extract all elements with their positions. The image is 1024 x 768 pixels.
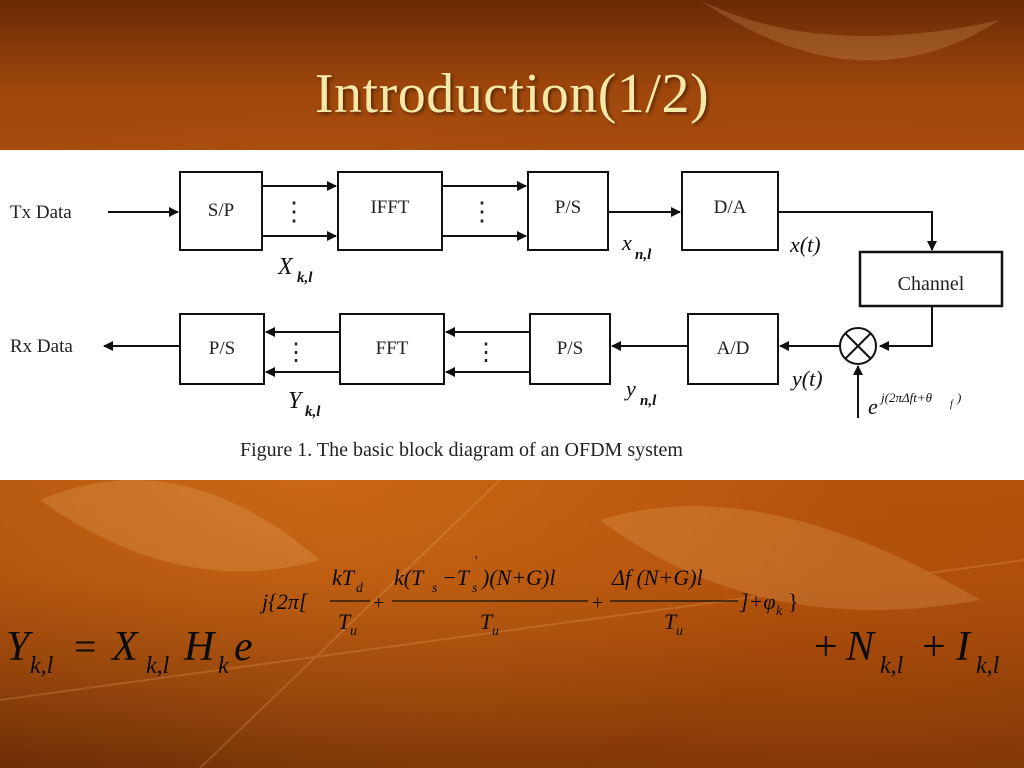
ps-tx-block	[527, 171, 609, 251]
y-t-label: y(t)	[790, 366, 823, 391]
fft-ps-dots: ⋮	[284, 340, 308, 366]
eq-I: I	[955, 624, 972, 670]
svg-text:kT: kT	[332, 565, 356, 590]
ifft-block	[337, 171, 443, 251]
ps-tx-block-label: P/S	[555, 197, 581, 218]
svg-text:]+φ: ]+φ	[739, 589, 776, 614]
sp-ifft-dots: ⋮	[281, 197, 307, 226]
svg-text:k,l: k,l	[305, 404, 321, 420]
fft-block	[339, 313, 445, 385]
svg-text:u: u	[676, 624, 683, 639]
svg-text:k,l: k,l	[297, 270, 313, 286]
eq-I-sub: k,l	[976, 653, 1000, 679]
svg-text:): )	[956, 390, 961, 405]
X-kl-label: X k,l	[277, 254, 313, 286]
eq-N-sub: k,l	[880, 653, 904, 679]
svg-text:j{2π[: j{2π[	[259, 589, 309, 614]
eq-e: e	[234, 624, 253, 670]
ofdm-block-diagram: Tx Data S/P ⋮ IFFT ⋮ P/S D/A Channel X k…	[10, 171, 1004, 461]
svg-text:': '	[475, 554, 478, 569]
ad-block-label: A/D	[717, 338, 750, 359]
eq-Y-sub: k,l	[30, 653, 54, 679]
channel-block-label: Channel	[898, 273, 965, 295]
svg-text:u: u	[492, 624, 499, 639]
svg-text:u: u	[350, 624, 357, 639]
svg-text:s: s	[432, 581, 438, 596]
svg-text:e: e	[868, 394, 878, 419]
channel-block	[858, 250, 1004, 308]
ps-rx2-block-label: P/S	[209, 338, 235, 359]
eq-X: X	[110, 624, 140, 670]
x-nl-label: x n,l	[621, 230, 652, 263]
svg-text:s: s	[472, 581, 478, 596]
figure-caption: Figure 1. The basic block diagram of an …	[240, 439, 683, 461]
ifft-block-label: IFFT	[370, 197, 409, 218]
tx-data-label: Tx Data	[10, 202, 72, 223]
svg-text:Δf (N+G)l: Δf (N+G)l	[611, 565, 703, 590]
eq-plus-1: +	[814, 624, 838, 670]
svg-text:f: f	[950, 399, 954, 410]
sp-block	[179, 171, 263, 251]
svg-text:T: T	[338, 609, 352, 634]
eq-N: N	[845, 624, 876, 670]
eq-Y: Y	[6, 624, 34, 670]
svg-text:x: x	[621, 230, 632, 255]
ifft-ps-dots: ⋮	[469, 197, 495, 226]
svg-text:Y: Y	[288, 388, 304, 414]
Y-kl-label: Y k,l	[288, 388, 321, 420]
fft-block-label: FFT	[376, 338, 409, 359]
svg-text:+: +	[373, 592, 384, 614]
oscillator-label: e j(2πΔft+θ f )	[868, 390, 961, 419]
svg-text:+: +	[592, 592, 603, 614]
ps-rx1-block-label: P/S	[557, 338, 583, 359]
svg-text:)(N+G)l: )(N+G)l	[480, 565, 556, 590]
received-signal-equation: Y k,l = X k,l H k e j{2π[ kT d T u + k(T…	[6, 554, 1000, 679]
ad-block	[687, 313, 779, 385]
svg-text:k(T: k(T	[394, 565, 425, 590]
eq-H: H	[183, 624, 217, 670]
svg-text:T: T	[664, 609, 678, 634]
svg-text:j(2πΔft+θ: j(2πΔft+θ	[879, 390, 933, 405]
svg-text:}: }	[788, 589, 799, 614]
da-block-label: D/A	[714, 197, 747, 218]
svg-text:d: d	[356, 581, 364, 596]
eq-exponent: j{2π[ kT d T u + k(T s −T s ' )(N+G)l T …	[259, 554, 799, 639]
svg-text:k: k	[776, 604, 783, 619]
svg-text:−T: −T	[442, 565, 471, 590]
channel-mixer-arrow	[879, 306, 933, 351]
svg-text:T: T	[480, 609, 494, 634]
da-channel-arrow	[778, 211, 937, 251]
svg-text:X: X	[277, 254, 294, 280]
svg-text:n,l: n,l	[640, 393, 657, 409]
eq-equals: =	[74, 624, 97, 669]
ps-rx2-block	[179, 313, 265, 385]
eq-X-sub: k,l	[146, 653, 170, 679]
x-t-label: x(t)	[789, 232, 821, 257]
eq-plus-2: +	[922, 624, 946, 670]
ps-rx1-block	[529, 313, 611, 385]
rx-data-label: Rx Data	[10, 336, 73, 357]
y-nl-label: y n,l	[624, 376, 657, 409]
svg-text:n,l: n,l	[635, 247, 652, 263]
slide-title: Introduction(1/2)	[314, 63, 710, 125]
svg-text:y: y	[624, 376, 636, 401]
da-block	[681, 171, 779, 251]
ps-fft-dots: ⋮	[474, 340, 498, 366]
figure-panel: Tx Data S/P ⋮ IFFT ⋮ P/S D/A Channel X k…	[0, 150, 1024, 480]
eq-H-sub: k	[218, 653, 229, 679]
sp-block-label: S/P	[208, 200, 234, 221]
